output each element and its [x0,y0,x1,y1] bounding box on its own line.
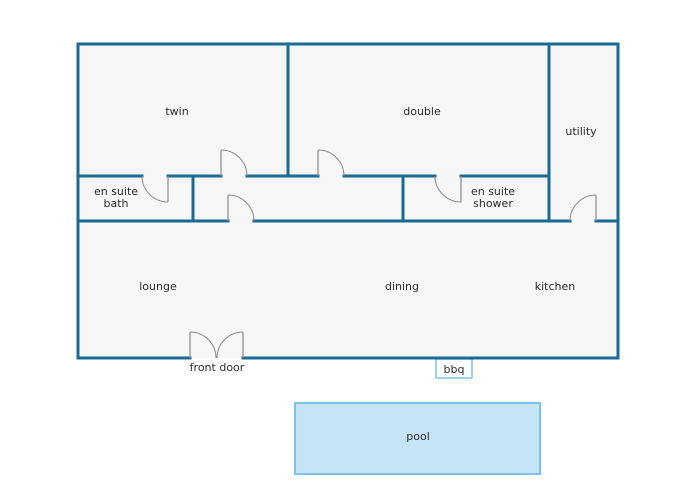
front-door-label: front door [190,361,245,374]
front-door-leaves[interactable] [189,331,244,359]
door-corridor[interactable] [227,194,255,222]
pool-label: pool [406,430,430,443]
door-en-suite-bath[interactable] [141,175,169,203]
room-label-en-suite-bath-2: bath [103,197,128,210]
room-label-en-suite-bath-1: en suite [94,185,138,198]
door-en-suite-shower[interactable] [434,175,462,203]
room-label-kitchen: kitchen [535,280,576,293]
bbq-label: bbq [444,363,465,376]
door-twin[interactable] [220,149,248,177]
room-label-utility: utility [565,125,597,138]
room-label-dining: dining [385,280,419,293]
room-label-double: double [403,105,441,118]
room-label-twin: twin [165,105,188,118]
room-label-lounge: lounge [139,280,177,293]
door-double[interactable] [317,149,345,177]
pool-area[interactable] [294,402,541,475]
walls [76,42,620,360]
door-utility[interactable] [569,194,597,222]
room-label-en-suite-shower-2: shower [473,197,513,210]
room-label-en-suite-shower-1: en suite [471,185,515,198]
